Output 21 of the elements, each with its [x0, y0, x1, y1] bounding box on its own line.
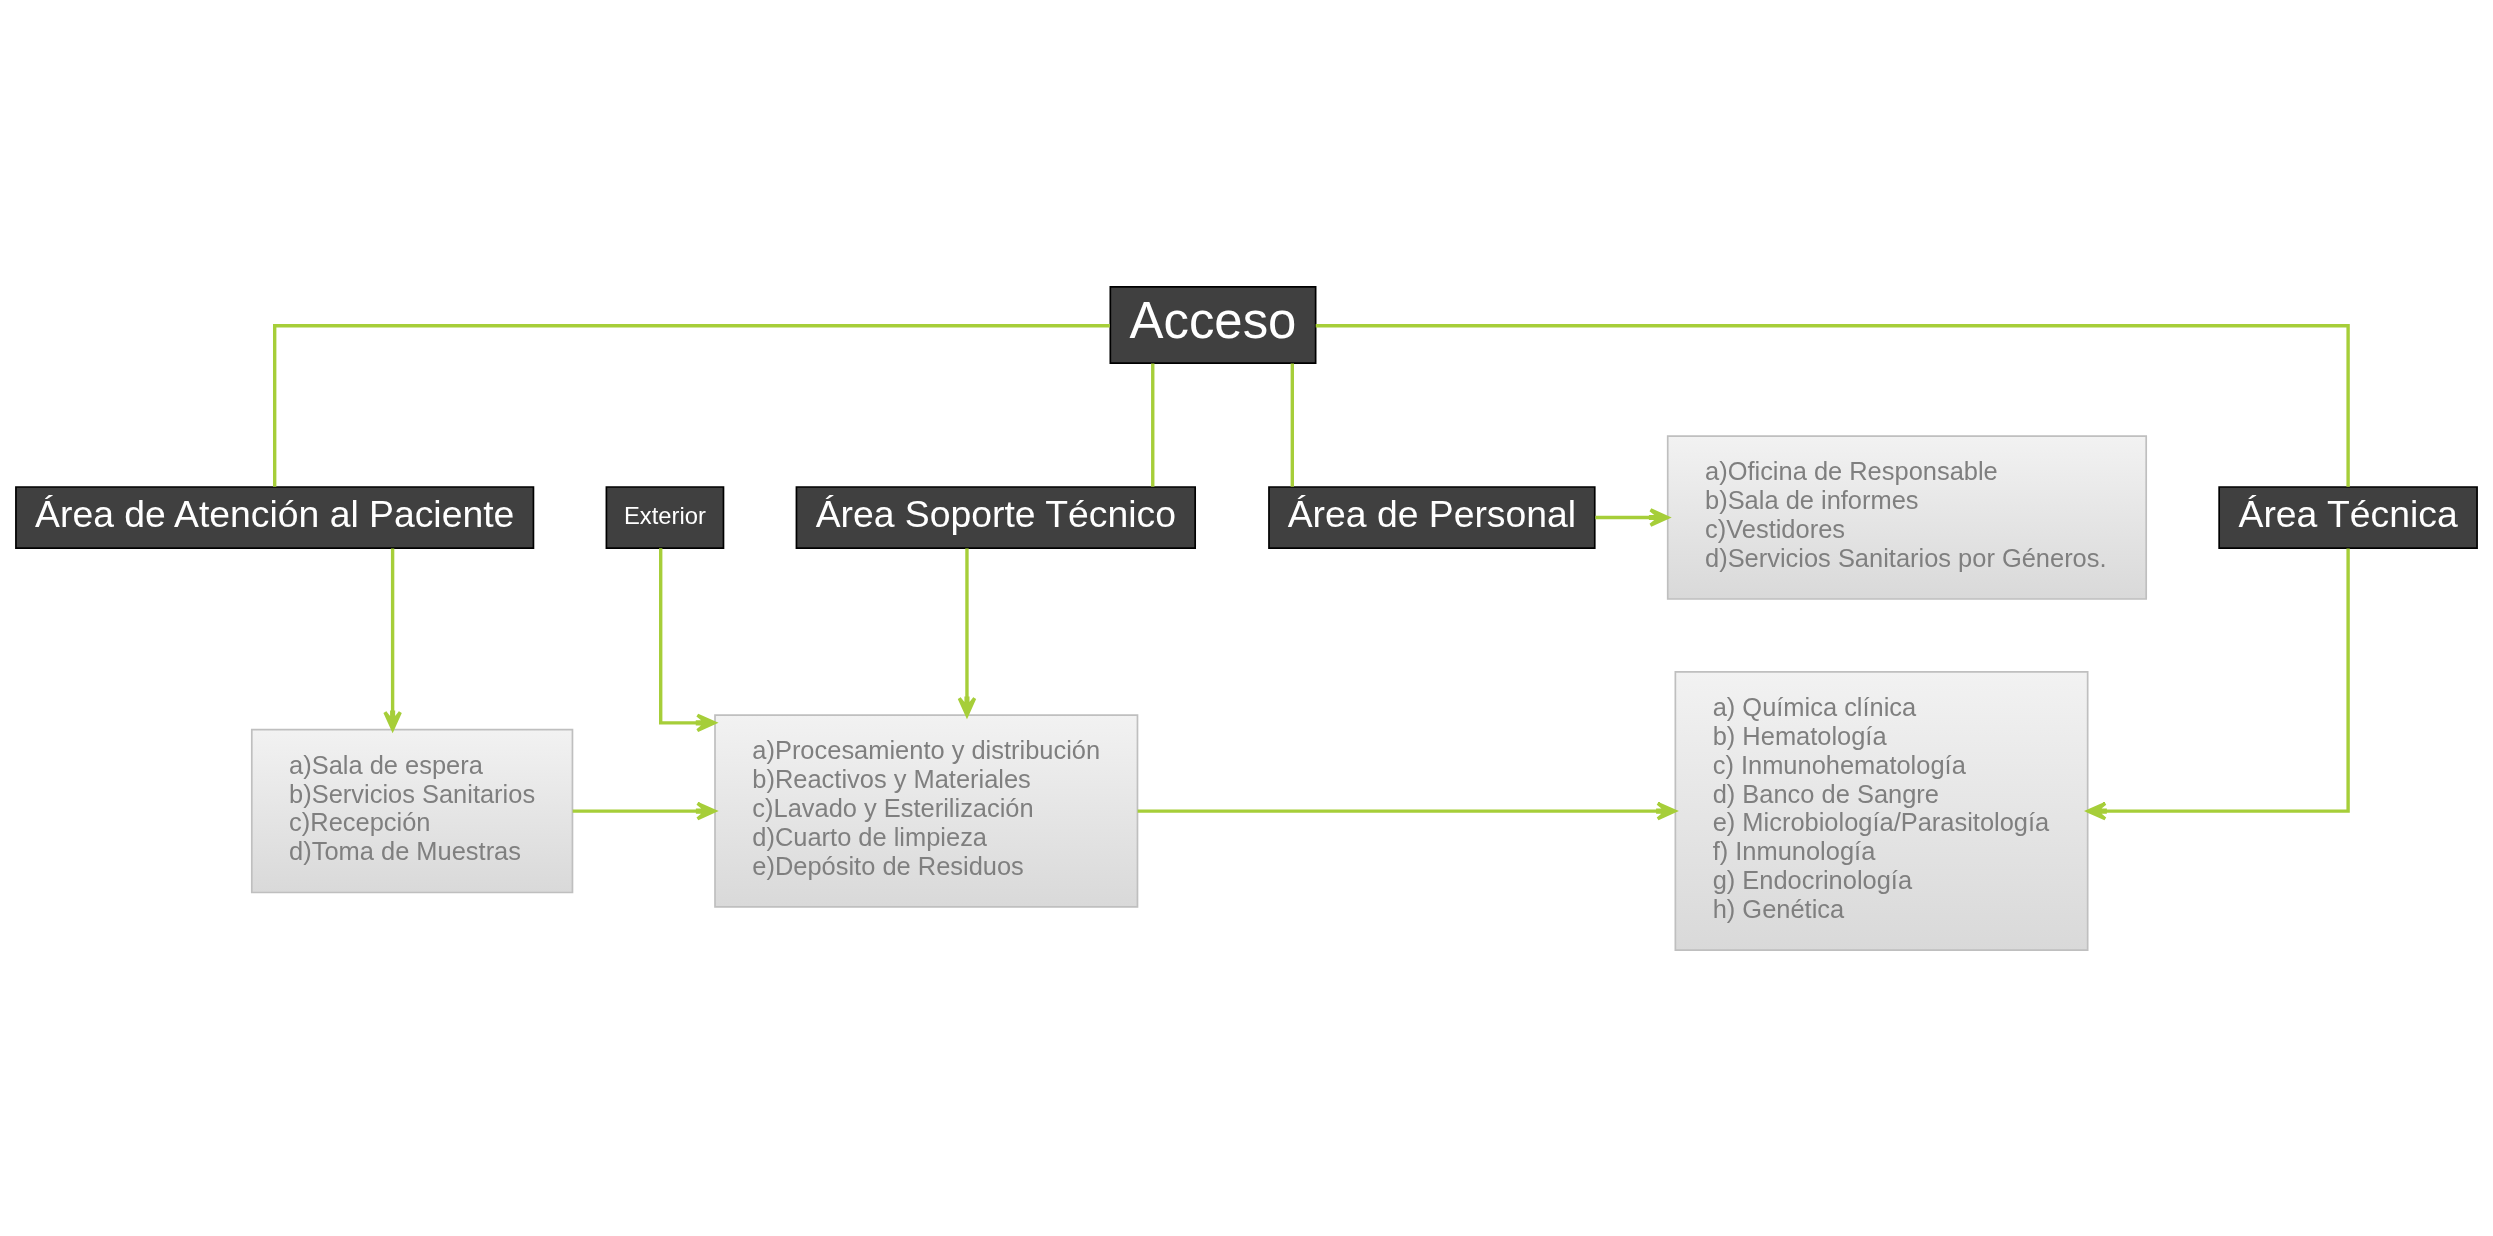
arrow: [1137, 801, 1677, 820]
node-box: Acceso: [1109, 285, 1317, 364]
connector: [1290, 363, 1294, 487]
arrow: [957, 547, 977, 717]
node-box: Exterior: [605, 485, 725, 549]
arrow: [383, 547, 402, 731]
connector: [273, 323, 1110, 487]
node-box: a)Procesamiento y distribución b)Reactivos y Materiales c)Lavado y Esterilización d)Cuarto de limpieza e)Depósito de Residuos: [714, 713, 1139, 908]
node-box: a)Sala de espera b)Servicios Sanitarios c)Recepción d)Toma de Muestras: [250, 728, 574, 893]
node-box: Área de Personal: [1268, 485, 1596, 549]
node-box: a) Química clínica b) Hematología c) Inmunohematología d) Banco de Sangre e) Microbiología/Parasitología f) Inmunología g) Endocrinología h) Genética: [1674, 670, 2089, 951]
arrow: [1595, 507, 1670, 527]
connector: [1151, 363, 1155, 487]
connector: [1315, 323, 2350, 487]
node-box: Área de Atención al Paciente: [15, 485, 535, 549]
arrow: [572, 801, 717, 820]
arrow: [2086, 547, 2350, 820]
arrow: [659, 547, 717, 732]
node-box: Área Técnica: [2218, 485, 2478, 549]
node-box: Área Soporte Técnico: [795, 485, 1196, 549]
node-box: a)Oficina de Responsable b)Sala de informes c)Vestidores d)Servicios Sanitarios por Géneros.: [1666, 434, 2148, 600]
